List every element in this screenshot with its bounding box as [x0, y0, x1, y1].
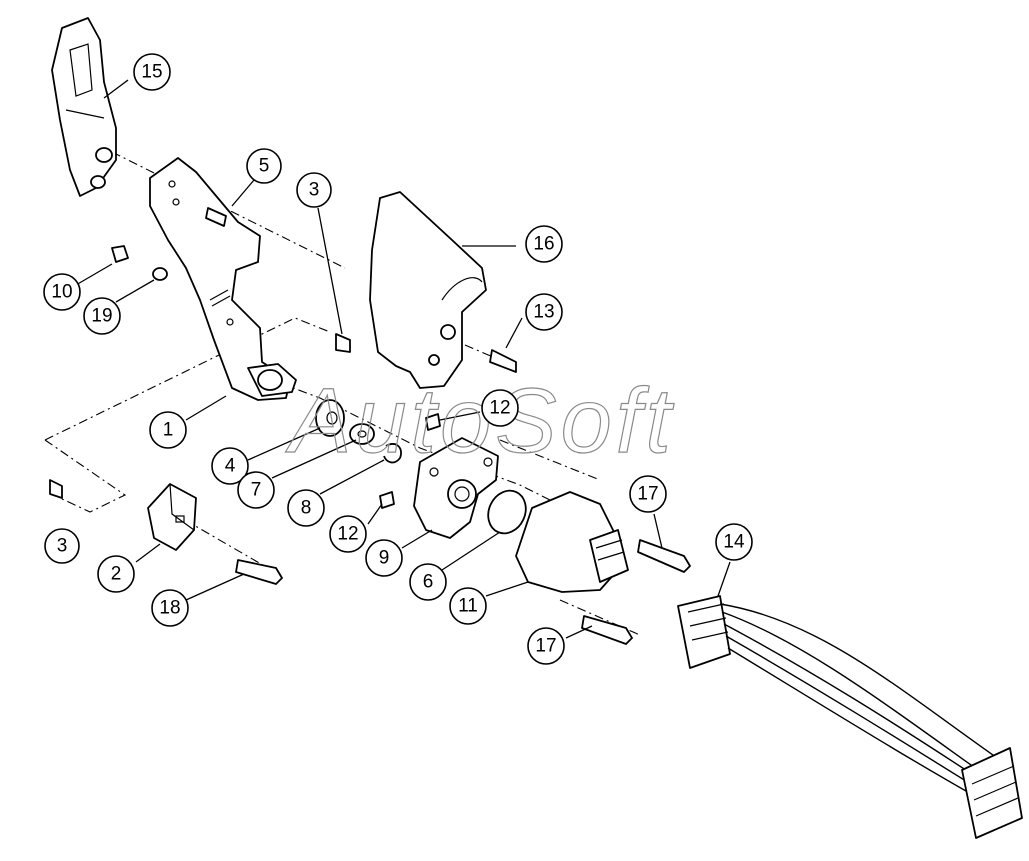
- svg-text:4: 4: [225, 456, 236, 477]
- svg-text:11: 11: [458, 596, 478, 617]
- callout-14: 14: [715, 523, 753, 561]
- part-3-bolt-top: [335, 333, 351, 353]
- callout-9: 9: [365, 539, 403, 577]
- callout-16: 16: [525, 225, 563, 263]
- part-9-sensor-housing: [413, 437, 499, 539]
- svg-text:3: 3: [309, 180, 320, 201]
- svg-text:1: 1: [163, 420, 174, 441]
- part-11-position-sensor: [515, 491, 629, 593]
- svg-text:19: 19: [91, 306, 112, 327]
- svg-text:6: 6: [423, 572, 434, 593]
- svg-text:9: 9: [379, 548, 390, 569]
- svg-text:2: 2: [111, 564, 122, 585]
- svg-text:17: 17: [637, 484, 658, 505]
- svg-text:13: 13: [533, 302, 554, 323]
- callout-4: 4: [211, 447, 249, 485]
- callout-6: 6: [409, 563, 447, 601]
- part-15-pedal-arm: [51, 17, 117, 197]
- svg-text:15: 15: [141, 62, 162, 83]
- svg-text:5: 5: [259, 156, 270, 177]
- part-12-nut-top: [425, 413, 441, 431]
- callout-18: 18: [151, 589, 189, 627]
- part-18-bolt: [235, 559, 283, 585]
- callout-7: 7: [237, 471, 275, 509]
- callout-8: 8: [287, 489, 325, 527]
- part-17-screw-top: [637, 539, 691, 573]
- callout-17: 17: [527, 627, 565, 665]
- svg-text:10: 10: [51, 282, 72, 303]
- part-10-nut: [111, 245, 129, 263]
- watermark: AutoSoft: [285, 370, 675, 472]
- part-14-wire-harness: [677, 595, 1023, 839]
- svg-text:17: 17: [535, 636, 556, 657]
- part-16-cover: [369, 191, 487, 389]
- assembly-centerlines: [44, 151, 641, 636]
- callout-3: 3: [296, 172, 332, 208]
- callout-2: 2: [97, 555, 135, 593]
- callout-11: 11: [449, 587, 487, 625]
- callout-19: 19: [83, 297, 121, 335]
- part-19-washer: [152, 267, 168, 281]
- part-13-screw: [489, 349, 517, 373]
- parts-4-7-8-washers: [315, 399, 402, 464]
- part-6-o-ring: [487, 489, 527, 535]
- svg-text:8: 8: [301, 498, 312, 519]
- part-1-bracket: [149, 157, 297, 401]
- svg-text:16: 16: [533, 234, 554, 255]
- callout-13: 13: [525, 293, 563, 331]
- fasteners: [49, 207, 691, 645]
- callout-12: 12: [481, 389, 519, 427]
- callout-1: 1: [149, 411, 187, 449]
- callout-10: 10: [43, 273, 81, 311]
- svg-text:12: 12: [337, 524, 358, 545]
- part-5-screw: [205, 207, 227, 227]
- part-3-bolt-bottom: [49, 479, 63, 499]
- callout-15: 15: [133, 53, 171, 91]
- svg-text:3: 3: [57, 536, 68, 557]
- part-12-nut-bottom: [379, 491, 395, 509]
- part-17-screw-bottom: [581, 615, 633, 645]
- svg-text:14: 14: [723, 532, 745, 553]
- leader-lines: [75, 79, 731, 639]
- callout-3: 3: [44, 528, 80, 564]
- part-2-block: [147, 483, 197, 551]
- callout-17: 17: [629, 475, 667, 513]
- callout-12: 12: [329, 515, 367, 553]
- svg-text:7: 7: [251, 480, 262, 501]
- svg-text:18: 18: [159, 598, 180, 619]
- callout-5: 5: [246, 148, 282, 184]
- svg-text:12: 12: [489, 398, 510, 419]
